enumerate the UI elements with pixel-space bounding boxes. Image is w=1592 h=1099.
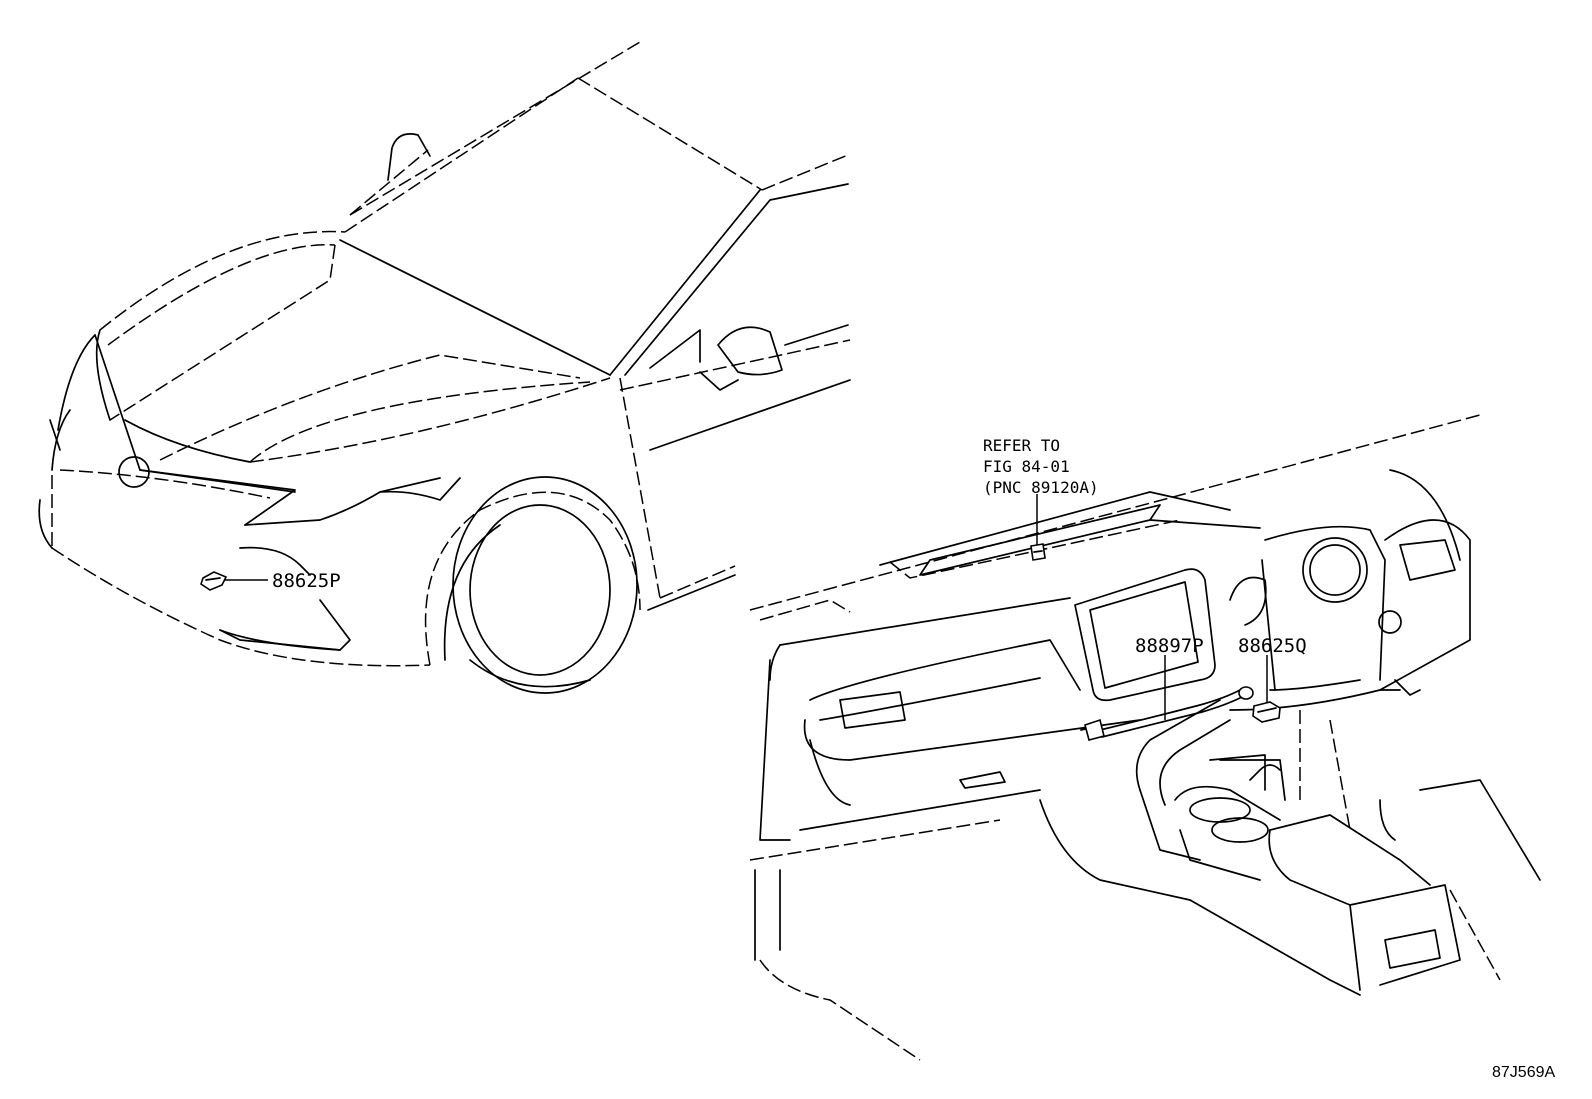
car-exterior-drawing (38, 41, 851, 694)
label-88625P: 88625P (272, 570, 341, 592)
reference-note-line1: REFER TO (983, 436, 1060, 455)
reference-note-line2: FIG 84-01 (983, 457, 1070, 476)
refer-part-icon (1030, 543, 1046, 561)
reference-note-line3: (PNC 89120A) (983, 478, 1099, 497)
front-sensor-part-icon (200, 571, 228, 591)
interior-dashboard-drawing (749, 414, 1541, 1061)
figure-code: 87J569A (1492, 1064, 1555, 1081)
inner-sensor-part-icon (1252, 701, 1281, 723)
label-88897P: 88897P (1135, 635, 1204, 657)
cable-part-icon (1080, 686, 1254, 741)
label-88625Q: 88625Q (1238, 635, 1307, 657)
